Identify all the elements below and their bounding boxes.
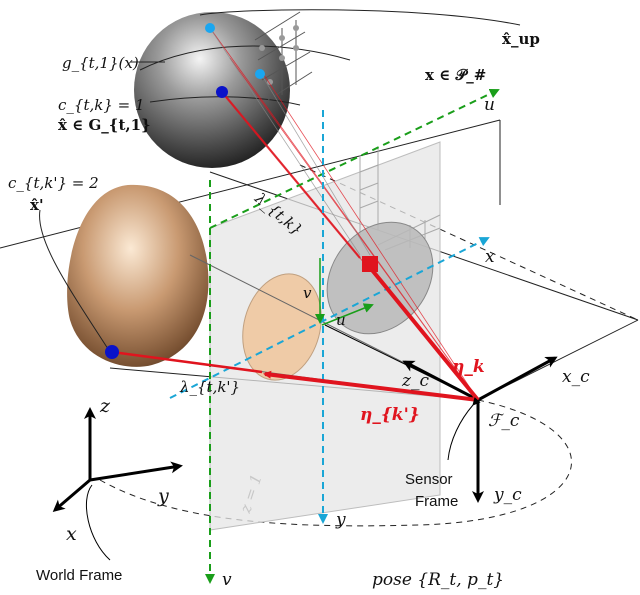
small-uv-axes: u v (303, 258, 374, 329)
sphere-point-blue (216, 86, 228, 98)
blue-y-label: y (335, 510, 346, 530)
eta-kprime-arrow (263, 370, 479, 402)
label-g: g_{t,1}(x) (62, 54, 139, 72)
green-axis-u: u (209, 88, 500, 229)
green-axis-v: v (205, 180, 232, 590)
blue-axis-x: x (169, 237, 495, 399)
label-xhat-prime: x̂' (30, 196, 44, 214)
egg-point-blue (105, 345, 119, 359)
projected-ellipse-orange (242, 273, 322, 381)
label-x-in-p: x ∈ 𝒫_# (425, 66, 486, 84)
egg-object (39, 184, 209, 367)
ray-sphere-point (221, 91, 361, 259)
label-z-c: z_c (401, 371, 429, 391)
sphere-point-cyan-top (205, 23, 215, 33)
sphere-grid-dots (259, 25, 299, 85)
sphere-object (134, 9, 521, 168)
sensor-frame-pointer (447, 397, 481, 461)
label-world-z: z (99, 395, 111, 417)
label-x-c: x_c (562, 367, 590, 387)
label-world-y: y (157, 485, 169, 507)
egg-point-ray (111, 350, 263, 374)
label-pose: pose {R_t, p_t} (372, 570, 504, 590)
green-u-label: u (484, 95, 495, 115)
label-sensor-line2: Frame (415, 493, 458, 510)
label-x-up: x̂_up (502, 30, 540, 48)
blue-x-label: x (485, 247, 495, 267)
label-c-tk-2: c_{t,k'} = 2 (8, 174, 99, 192)
world-frame-axes (52, 407, 183, 561)
small-u-label: u (336, 311, 346, 329)
label-f-c: ℱ_c (488, 411, 520, 431)
label-y-c: y_c (493, 485, 522, 505)
label-c-tk-1: c_{t,k} = 1 (58, 96, 145, 114)
label-world-frame: World Frame (36, 567, 122, 584)
green-v-label: v (222, 570, 232, 590)
small-v-label: v (303, 284, 312, 302)
ground-dashed (99, 164, 639, 527)
sphere-rays-gray (209, 27, 371, 256)
label-lambda-tk-prime: λ_{t,k'} (179, 378, 240, 396)
sphere-point-cyan-right (255, 69, 265, 79)
label-xhat-in-g: x̂ ∈ G_{t,1} (58, 116, 151, 134)
label-eta-kprime: η_{k'} (360, 405, 420, 425)
sensor-frame-axes (324, 324, 558, 503)
label-sensor-line1: Sensor (405, 471, 453, 488)
label-world-x: x (66, 523, 77, 545)
eta-k-arrow (366, 263, 480, 402)
label-eta-k: η_k (452, 357, 485, 377)
